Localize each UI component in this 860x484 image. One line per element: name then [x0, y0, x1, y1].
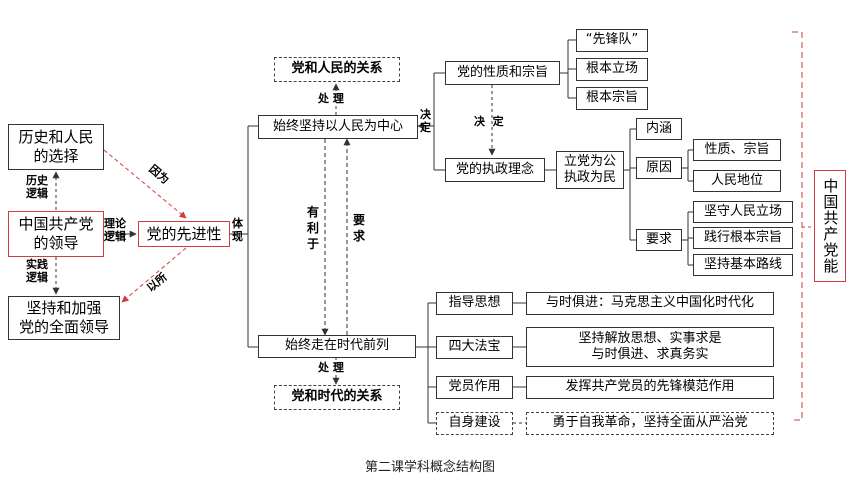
uphold-leadership-box: 坚持和加强 党的全面领导 — [8, 296, 120, 340]
four-treasures-box: 四大法宝 — [436, 336, 513, 359]
label-handle-top: 处 理 — [318, 92, 344, 105]
for-public-box: 立党为公 执政为民 — [556, 151, 624, 189]
people-centered-box: 始终坚持以人民为中心 — [258, 115, 418, 139]
label-history-logic: 历史 逻辑 — [26, 174, 48, 201]
self-building-text-box: 勇于自我革命，坚持全面从严治党 — [526, 412, 774, 435]
reason-box: 原因 — [636, 157, 682, 179]
governing-concept-box: 党的执政理念 — [445, 158, 545, 182]
member-role-box: 党员作用 — [436, 376, 513, 399]
label-handle-bottom: 处 理 — [318, 361, 344, 374]
party-people-relation-box: 党和人民的关系 — [274, 57, 400, 82]
label-embody: 体 现 — [232, 217, 243, 244]
nature-purpose-box: 党的性质和宗旨 — [445, 61, 560, 85]
party-era-relation-box: 党和时代的关系 — [274, 385, 400, 410]
fundamental-purpose-box: 根本宗旨 — [576, 87, 648, 110]
requirement-box: 要求 — [636, 229, 682, 251]
people-status-box: 人民地位 — [693, 170, 781, 192]
arrow-because — [103, 149, 187, 219]
advanced-nature-box: 党的先进性 — [138, 221, 230, 247]
four-treasures-text-box: 坚持解放思想、实事求是 与时俱进、求真务实 — [526, 327, 774, 367]
nature-purpose-2-box: 性质、宗旨 — [693, 139, 781, 161]
label-decide-side: 决 定 — [420, 108, 431, 135]
guiding-thought-box: 指导思想 — [436, 292, 513, 315]
guiding-thought-text-box: 与时俱进：马克思主义中国化时代化 — [526, 292, 774, 315]
connotation-box: 内涵 — [636, 118, 682, 140]
self-building-box: 自身建设 — [436, 412, 513, 435]
right-red-bracket — [792, 31, 803, 421]
times-forefront-box: 始终走在时代前列 — [258, 335, 416, 358]
member-role-text-box: 发挥共产党员的先锋模范作用 — [526, 376, 774, 399]
label-beneficial: 有 利 于 — [306, 205, 319, 252]
fundamental-stand-box: 根本立场 — [576, 58, 648, 81]
label-theory-logic: 理论 逻辑 — [104, 217, 126, 244]
uphold-basic-line-box: 坚持基本路线 — [693, 254, 793, 276]
vanguard-box: “先锋队” — [576, 29, 648, 52]
uphold-people-stand-box: 坚守人民立场 — [693, 201, 793, 223]
label-require: 要 求 — [352, 213, 365, 244]
history-choice-box: 历史和人民 的选择 — [8, 124, 104, 170]
practice-purpose-box: 践行根本宗旨 — [693, 227, 793, 249]
cpc-can-box: 中国共产党能 — [814, 170, 846, 282]
diagram-caption: 第二课学科概念结构图 — [364, 460, 495, 475]
cpc-leadership-box: 中国共产党 的领导 — [8, 211, 104, 257]
label-practice-logic: 实践 逻辑 — [26, 258, 48, 285]
label-decide-mid: 决 定 — [474, 115, 504, 128]
